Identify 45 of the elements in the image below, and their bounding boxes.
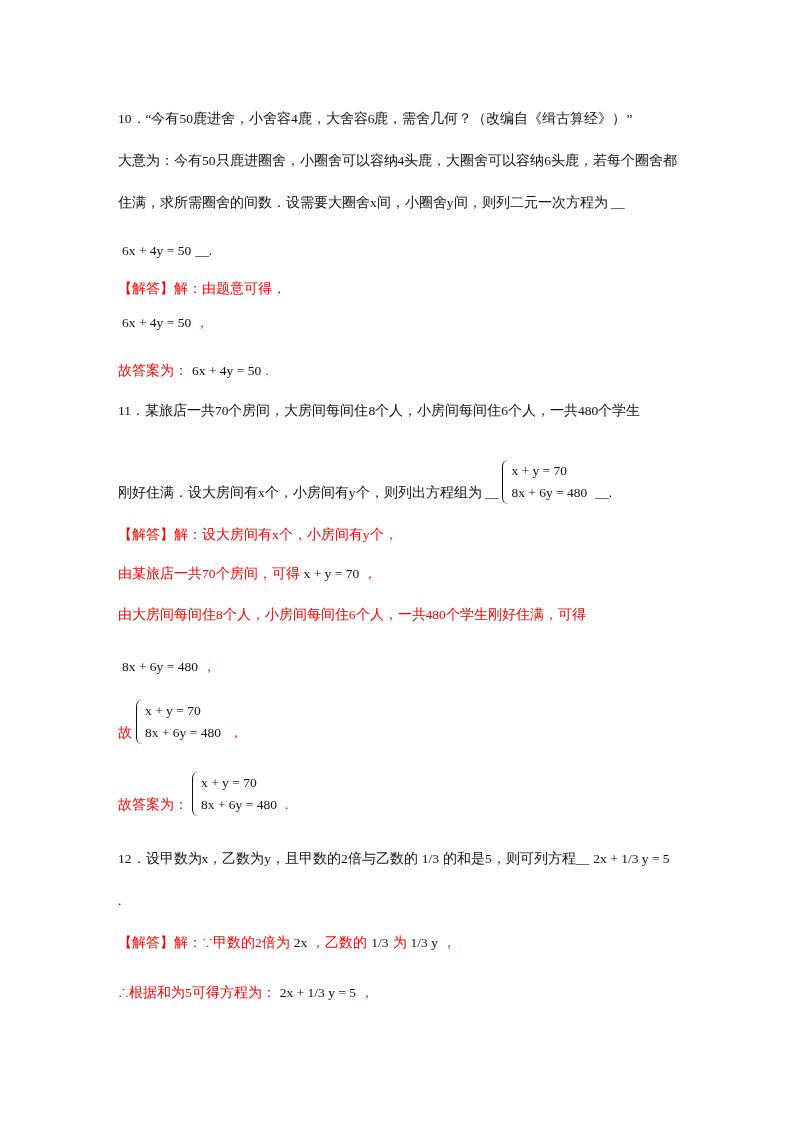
text-line: . [118,892,122,910]
text-line: 刚好住满．设大房间有x个，小房间有y个，则列出方程组为 __ [118,484,499,502]
math-expression: 1/3 [371,934,389,952]
text-line: ∴根据和为5可得方程为： [118,984,276,1002]
math-expression: 2x + 1/3 y = 5 [279,984,357,1002]
text-line: ， [363,565,378,583]
text-line: . [285,796,289,814]
text-line: ， [441,934,456,952]
text-line: 12．设甲数为x，乙数为y，且甲数的2倍与乙数的 [118,850,418,868]
text-line: ， [229,724,243,742]
math-expression: 8x + 6y = 480 [145,724,221,742]
text-line: 大意为：今有50只鹿进圈舍，小圈舍可以容纳4头鹿，大圈舍可以容纳6头鹿，若每个圈舍都住满，求所需圈舍的间数．设需要大圈舍x间，小圈舍y间，则列二元一次方程为 __ [118,152,678,212]
text-line: 故答案为： [118,362,188,380]
text-line: 的和是5，则可列方程__ [443,850,590,868]
math-expression: x + y = 70 [201,774,258,792]
text-line: 【解答】解：∵甲数的2倍为 [118,934,290,952]
math-expression: 8x + 6y = 480 [201,796,277,814]
math-expression: 6x + 4y = 50 [122,242,192,260]
text-line: 为 [392,934,407,952]
text-line: 11．某旅店一共70个房间，大房间每间住8个人，小房间每间住6个人，一共480个学生 [118,402,641,420]
text-line: ，乙数的 [311,934,368,952]
text-line: 【解答】解：由题意可得， [118,280,286,298]
text-line: ， [195,314,210,332]
math-expression: 1/3 y [410,934,438,952]
math-expression: 1/3 [421,850,439,868]
text-line: 【解答】解：设大房间有x个，小房间有y个， [118,526,398,544]
text-line: . [265,362,269,380]
math-expression: 2x + 1/3 y = 5 [593,850,670,868]
math-expression: 6x + 4y = 50 [122,314,192,332]
text-line: 10．“今有50鹿进舍，小舍容4鹿，大舍容6鹿，需舍几何？（改编自《缉古算经》）” [118,110,633,128]
text-line: 故答案为： [118,796,188,814]
text-line: ， [360,984,375,1002]
math-expression: x + y = 70 [303,565,360,583]
text-line: 由大房间每间住8个人，小房间每间住6个人，一共480个学生刚好住满，可得 [118,606,586,624]
text-line: 由某旅店一共70个房间，可得 [118,565,300,583]
text-line: 故 [118,724,132,742]
math-expression: x + y = 70 [511,462,569,480]
text-line: __. [195,242,213,260]
math-expression: x + y = 70 [145,702,202,720]
math-expression: 8x + 6y = 480 [122,658,198,676]
math-expression: 6x + 4y = 50 [192,362,262,380]
math-expression: 2x [293,934,308,952]
text-line: __. [595,484,613,502]
text-line: ， [202,658,216,676]
math-expression: 8x + 6y = 480 [511,484,588,502]
